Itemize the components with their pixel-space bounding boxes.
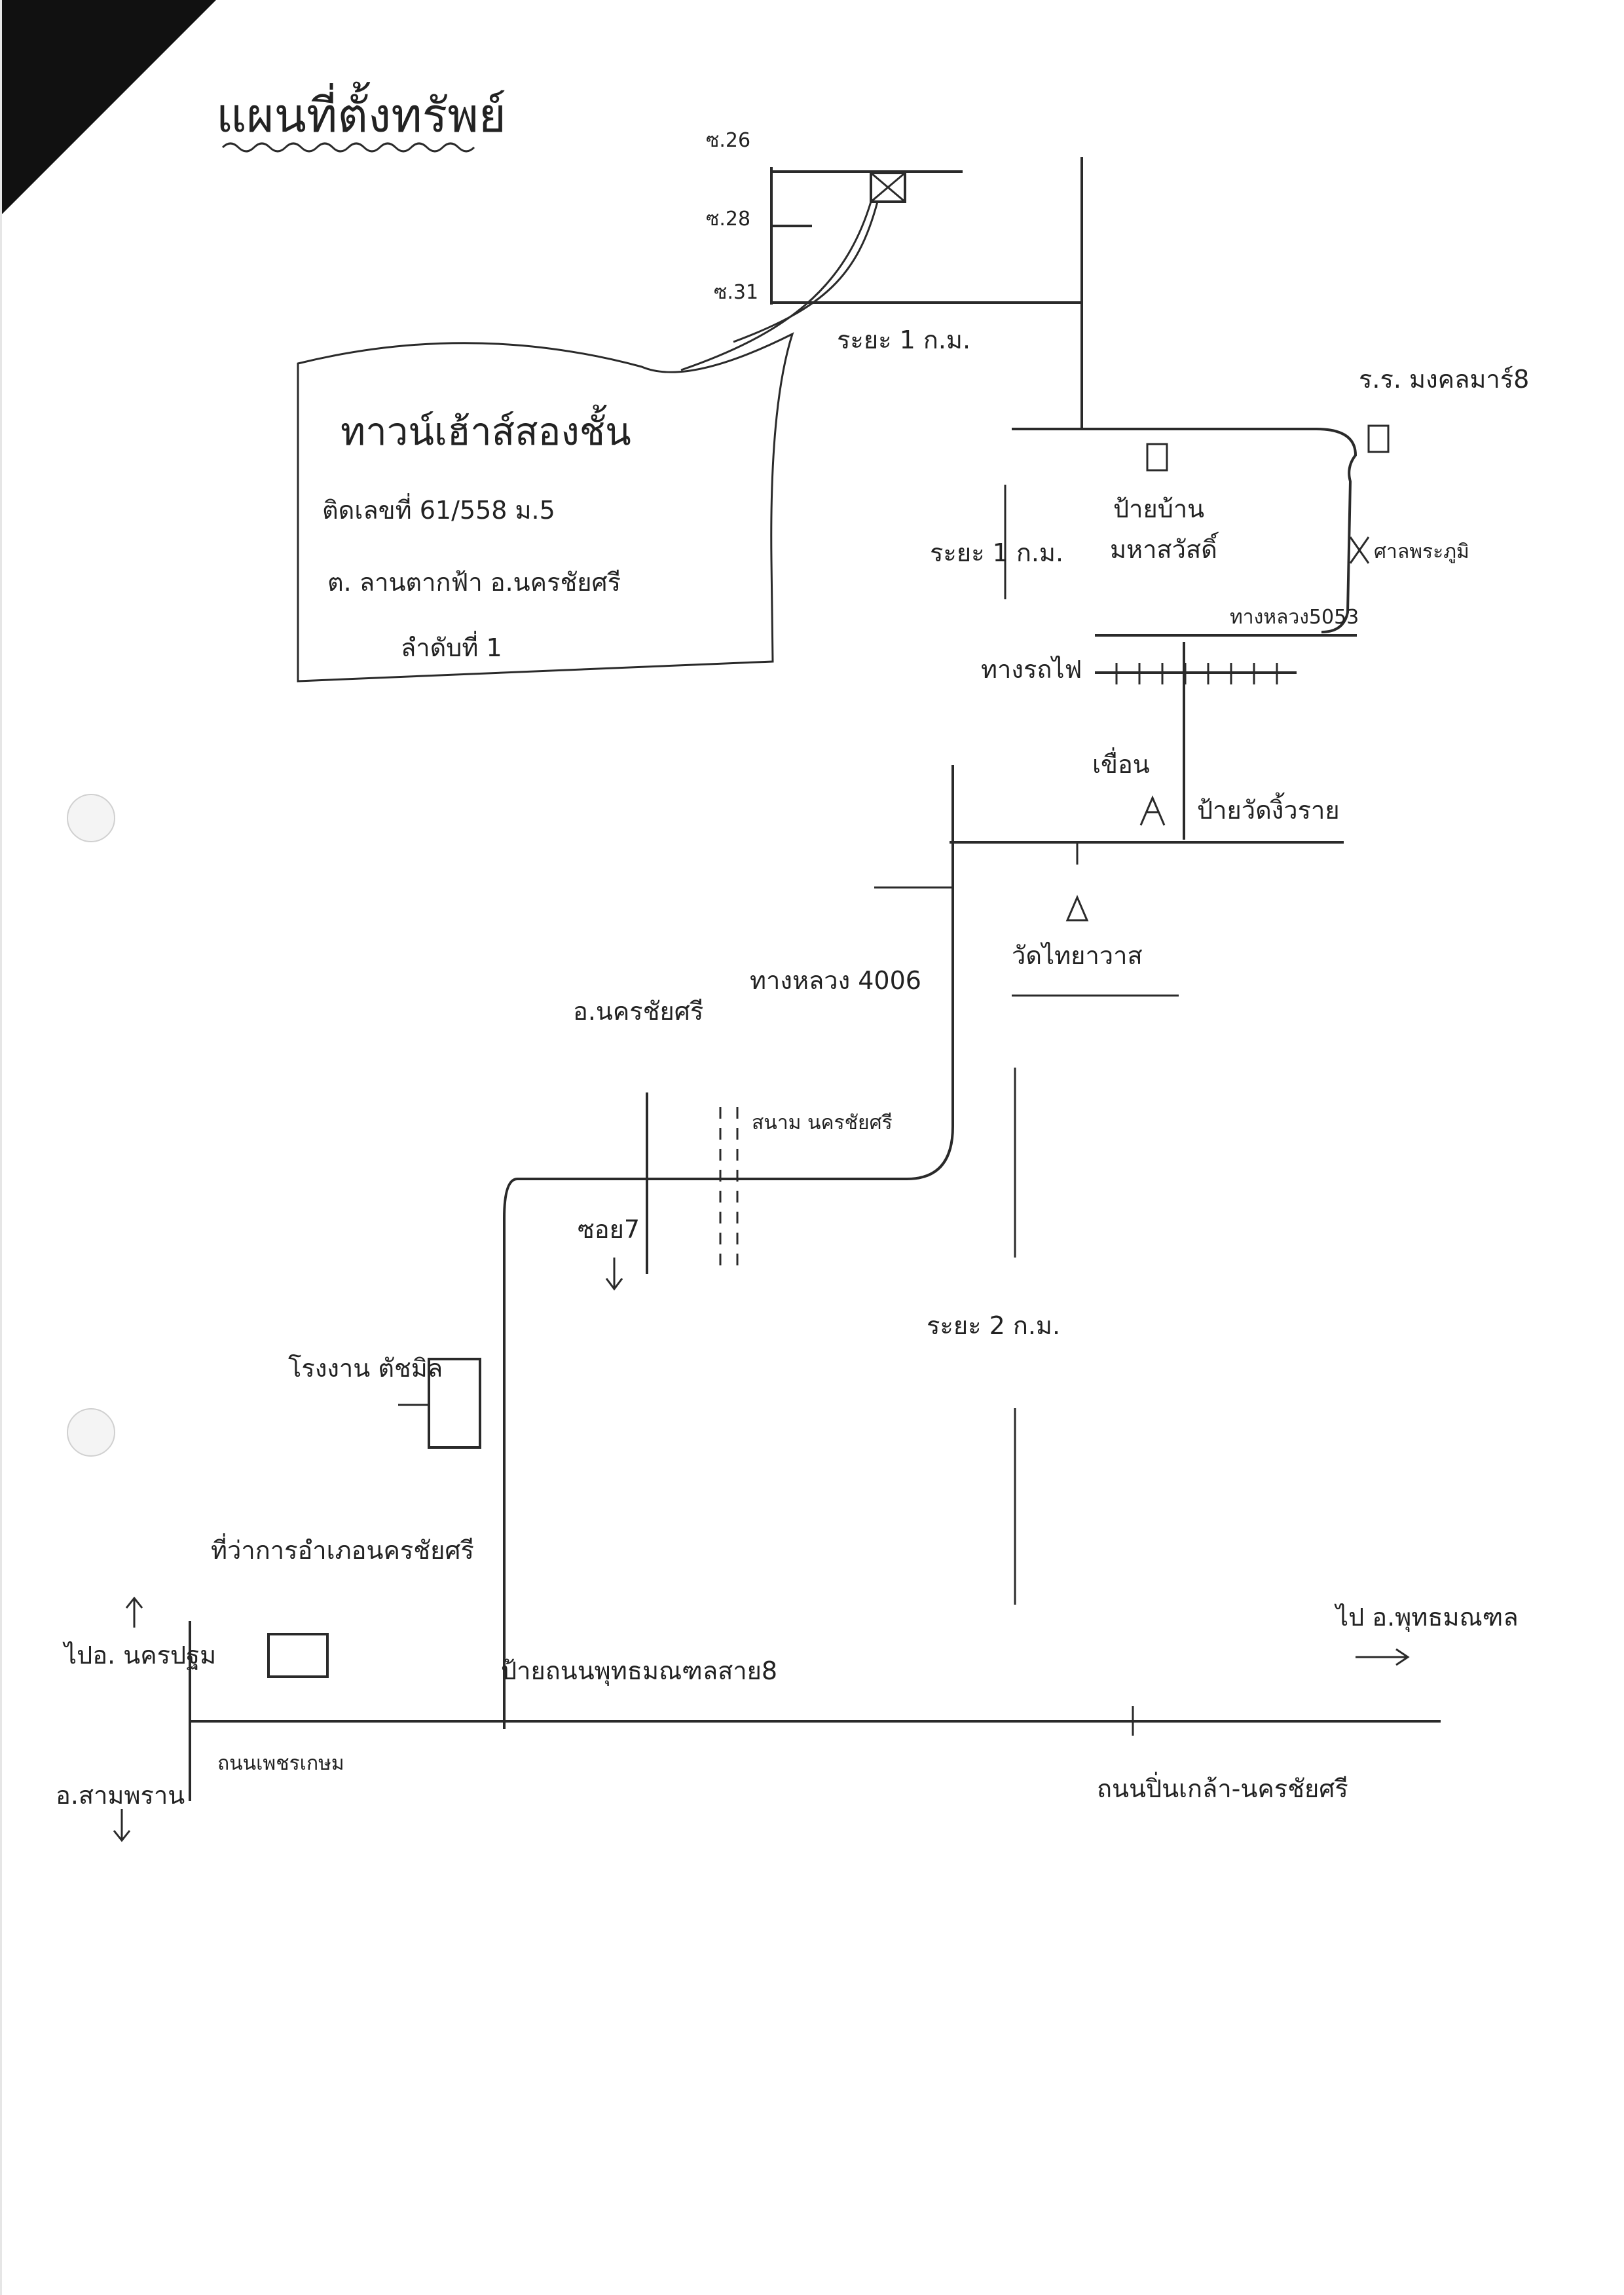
soi-26-label: ซ.26 <box>706 129 751 152</box>
punch-hole-top <box>67 794 115 842</box>
dist-top-label: ระยะ 1 ก.ม. <box>837 326 971 354</box>
to-nakhon-pathom-label: ไปอ. นครปฐม <box>64 1641 217 1670</box>
district-office-building <box>267 1633 329 1678</box>
field-label: สนาม นครชัยศรี <box>752 1111 893 1134</box>
property-type-text: ทาวน์เฮ้าส์สองชั้น <box>341 409 631 454</box>
temple-label: วัดไทยาวาส <box>1012 941 1143 970</box>
hall-building <box>428 1358 481 1449</box>
temple-icon <box>1065 895 1089 922</box>
district-label: อ.นครชัยศรี <box>573 997 704 1026</box>
dist-bottom-label: ระยะ 2 ก.ม. <box>927 1311 1061 1340</box>
village-road-curve <box>1316 428 1357 633</box>
temple-sign-label: ป้ายวัดงิ้วราย <box>1197 796 1340 825</box>
scan-dark-corner <box>0 0 216 216</box>
punch-hole-bottom <box>67 1408 115 1457</box>
shrine-label: ศาลพระภูมิ <box>1374 540 1469 563</box>
temple-sign-icon <box>1139 795 1166 826</box>
pointer-line-1 <box>680 201 872 371</box>
school-icon <box>1367 424 1390 453</box>
dist-mid-label: ระยะ 1 ก.ม. <box>930 538 1064 567</box>
highway-4006-road <box>503 765 954 1729</box>
page-title: แผนที่ตั้งทรัพย์ <box>216 88 506 143</box>
soi-7-label: ซอย7 <box>578 1215 640 1244</box>
hall-label: โรงงาน ตัชมิล <box>288 1354 443 1383</box>
school-label: ร.ร. มงคลมาร์8 <box>1359 365 1530 394</box>
highway-5053-label: ทางหลวง5053 <box>1230 606 1359 629</box>
property-marker-box <box>870 172 906 203</box>
title-underline <box>221 142 475 153</box>
soi-28-label: ซ.28 <box>706 208 751 231</box>
soi-31-label: ซ.31 <box>714 281 759 304</box>
weir-label: เขื่อน <box>1092 750 1150 779</box>
main-road-label: ถนนปิ่นเกล้า-นครชัยศรี <box>1097 1774 1348 1803</box>
to-sam-phran-label: อ.สามพราน <box>56 1781 185 1810</box>
highway-4006-label: ทางหลวง 4006 <box>750 966 921 995</box>
village-name-label: มหาสวัสดิ์ <box>1110 535 1217 564</box>
property-callout-box <box>297 332 794 682</box>
pointer-line-2 <box>733 201 879 343</box>
phutthamonthon-sign-label: ป้ายถนนพุทธมณฑลสาย8 <box>501 1656 778 1685</box>
property-order-text: ลำดับที่ 1 <box>401 633 502 662</box>
to-phutthamonthon-label: ไป อ.พุทธมณฑล <box>1336 1603 1519 1632</box>
village-sign-icon <box>1146 443 1168 472</box>
district-office-label: ที่ว่าการอำเภอนครชัยศรี <box>211 1536 474 1565</box>
property-location-text: ต. ลานตากฟ้า อ.นครชัยศรี <box>327 568 621 597</box>
railway-label: ทางรถไฟ <box>981 655 1082 684</box>
village-sign-label: ป้ายบ้าน <box>1113 494 1205 523</box>
local-road-label: ถนนเพชรเกษม <box>217 1752 344 1775</box>
property-number-text: ติดเลขที่ 61/558 ม.5 <box>322 496 555 525</box>
